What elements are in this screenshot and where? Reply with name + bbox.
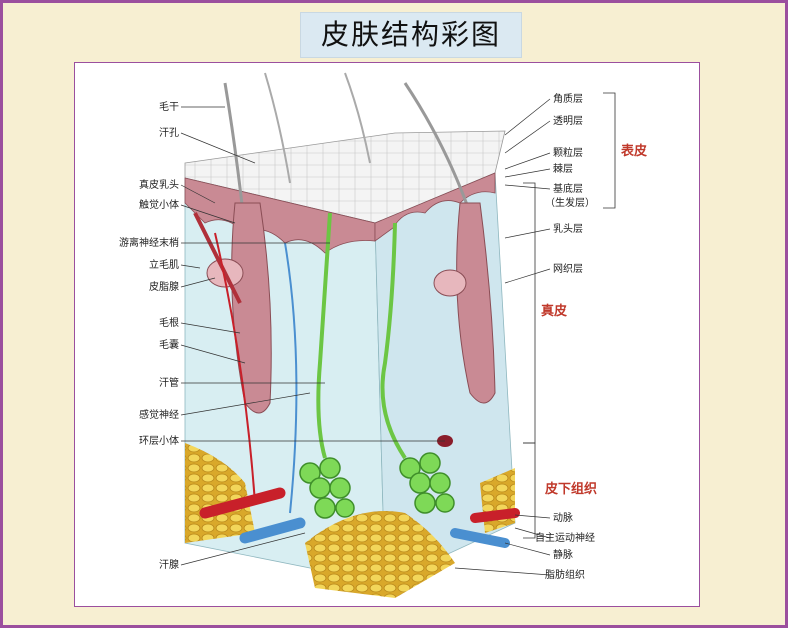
sweat-duct-left (316, 212, 332, 459)
epidermis-bracket (603, 92, 616, 209)
label-sweat-pore: 汗孔 (159, 126, 179, 139)
hair-shaft-far (344, 72, 371, 164)
hair-shaft-mid (264, 72, 291, 184)
label-germinative: （生发层） (545, 196, 595, 209)
vein-left (239, 517, 306, 544)
label-meissner: 触觉小体 (139, 198, 179, 211)
label-hair-shaft: 毛干 (159, 101, 179, 113)
label-sweat-duct: 汗管 (159, 376, 179, 389)
label-sweat-gland: 汗腺 (159, 558, 179, 571)
label-vein: 静脉 (553, 548, 573, 561)
capillary-blue (284, 242, 298, 514)
label-spinosum: 棘层 (553, 163, 573, 175)
region-epidermis: 表皮 (620, 143, 647, 159)
sweat-gland-right (399, 452, 455, 514)
label-papillary: 乳头层 (553, 222, 583, 235)
dermis-bracket (523, 182, 536, 444)
label-artery: 动脉 (553, 511, 573, 524)
page-title: 皮肤结构彩图 (300, 12, 522, 58)
sweat-duct-right (380, 222, 407, 460)
epidermis-layer-right (374, 172, 496, 242)
label-sebaceous: 皮脂腺 (149, 280, 179, 293)
label-basale: 基底层 (553, 182, 583, 195)
fat-tissue-bottom (305, 511, 455, 598)
fat-tissue-left (185, 443, 255, 543)
region-subcutis: 皮下组织 (544, 481, 597, 497)
label-granulosum: 颗粒层 (553, 146, 583, 159)
artery-left (199, 487, 286, 519)
skin-diagram: 毛干 汗孔 真皮乳头 触觉小体 游离神经末梢 立毛肌 皮脂腺 毛根 毛囊 汗管 … (119, 72, 647, 598)
label-hair-root: 毛根 (159, 316, 179, 329)
subcutis-bracket (523, 442, 536, 539)
label-follicle: 毛囊 (159, 338, 179, 351)
label-pacinian: 环层小体 (139, 435, 179, 447)
diagram-panel: 毛干 汗孔 真皮乳头 触觉小体 游离神经末梢 立毛肌 皮脂腺 毛根 毛囊 汗管 … (74, 62, 700, 607)
leader-lines (180, 98, 551, 576)
label-free-nerve: 游离神经末梢 (119, 236, 179, 249)
label-dermal-papilla: 真皮乳头 (139, 178, 179, 191)
region-dermis: 真皮 (541, 303, 567, 319)
label-autonomic: 自主运动神经 (535, 531, 595, 544)
arrector-muscle (193, 212, 242, 304)
vein-right (450, 528, 510, 548)
label-lucidum: 透明层 (553, 115, 583, 127)
label-fat: 脂肪组织 (545, 568, 585, 581)
label-sensory-nerve: 感觉神经 (139, 408, 179, 421)
label-arrector: 立毛肌 (149, 258, 179, 271)
sebaceous-gland-right (433, 269, 467, 297)
artery-right (470, 508, 520, 523)
label-reticular: 网织层 (553, 263, 583, 275)
capillary-red (214, 232, 256, 504)
label-corneum: 角质层 (553, 93, 583, 105)
sweat-gland-left (299, 457, 355, 519)
